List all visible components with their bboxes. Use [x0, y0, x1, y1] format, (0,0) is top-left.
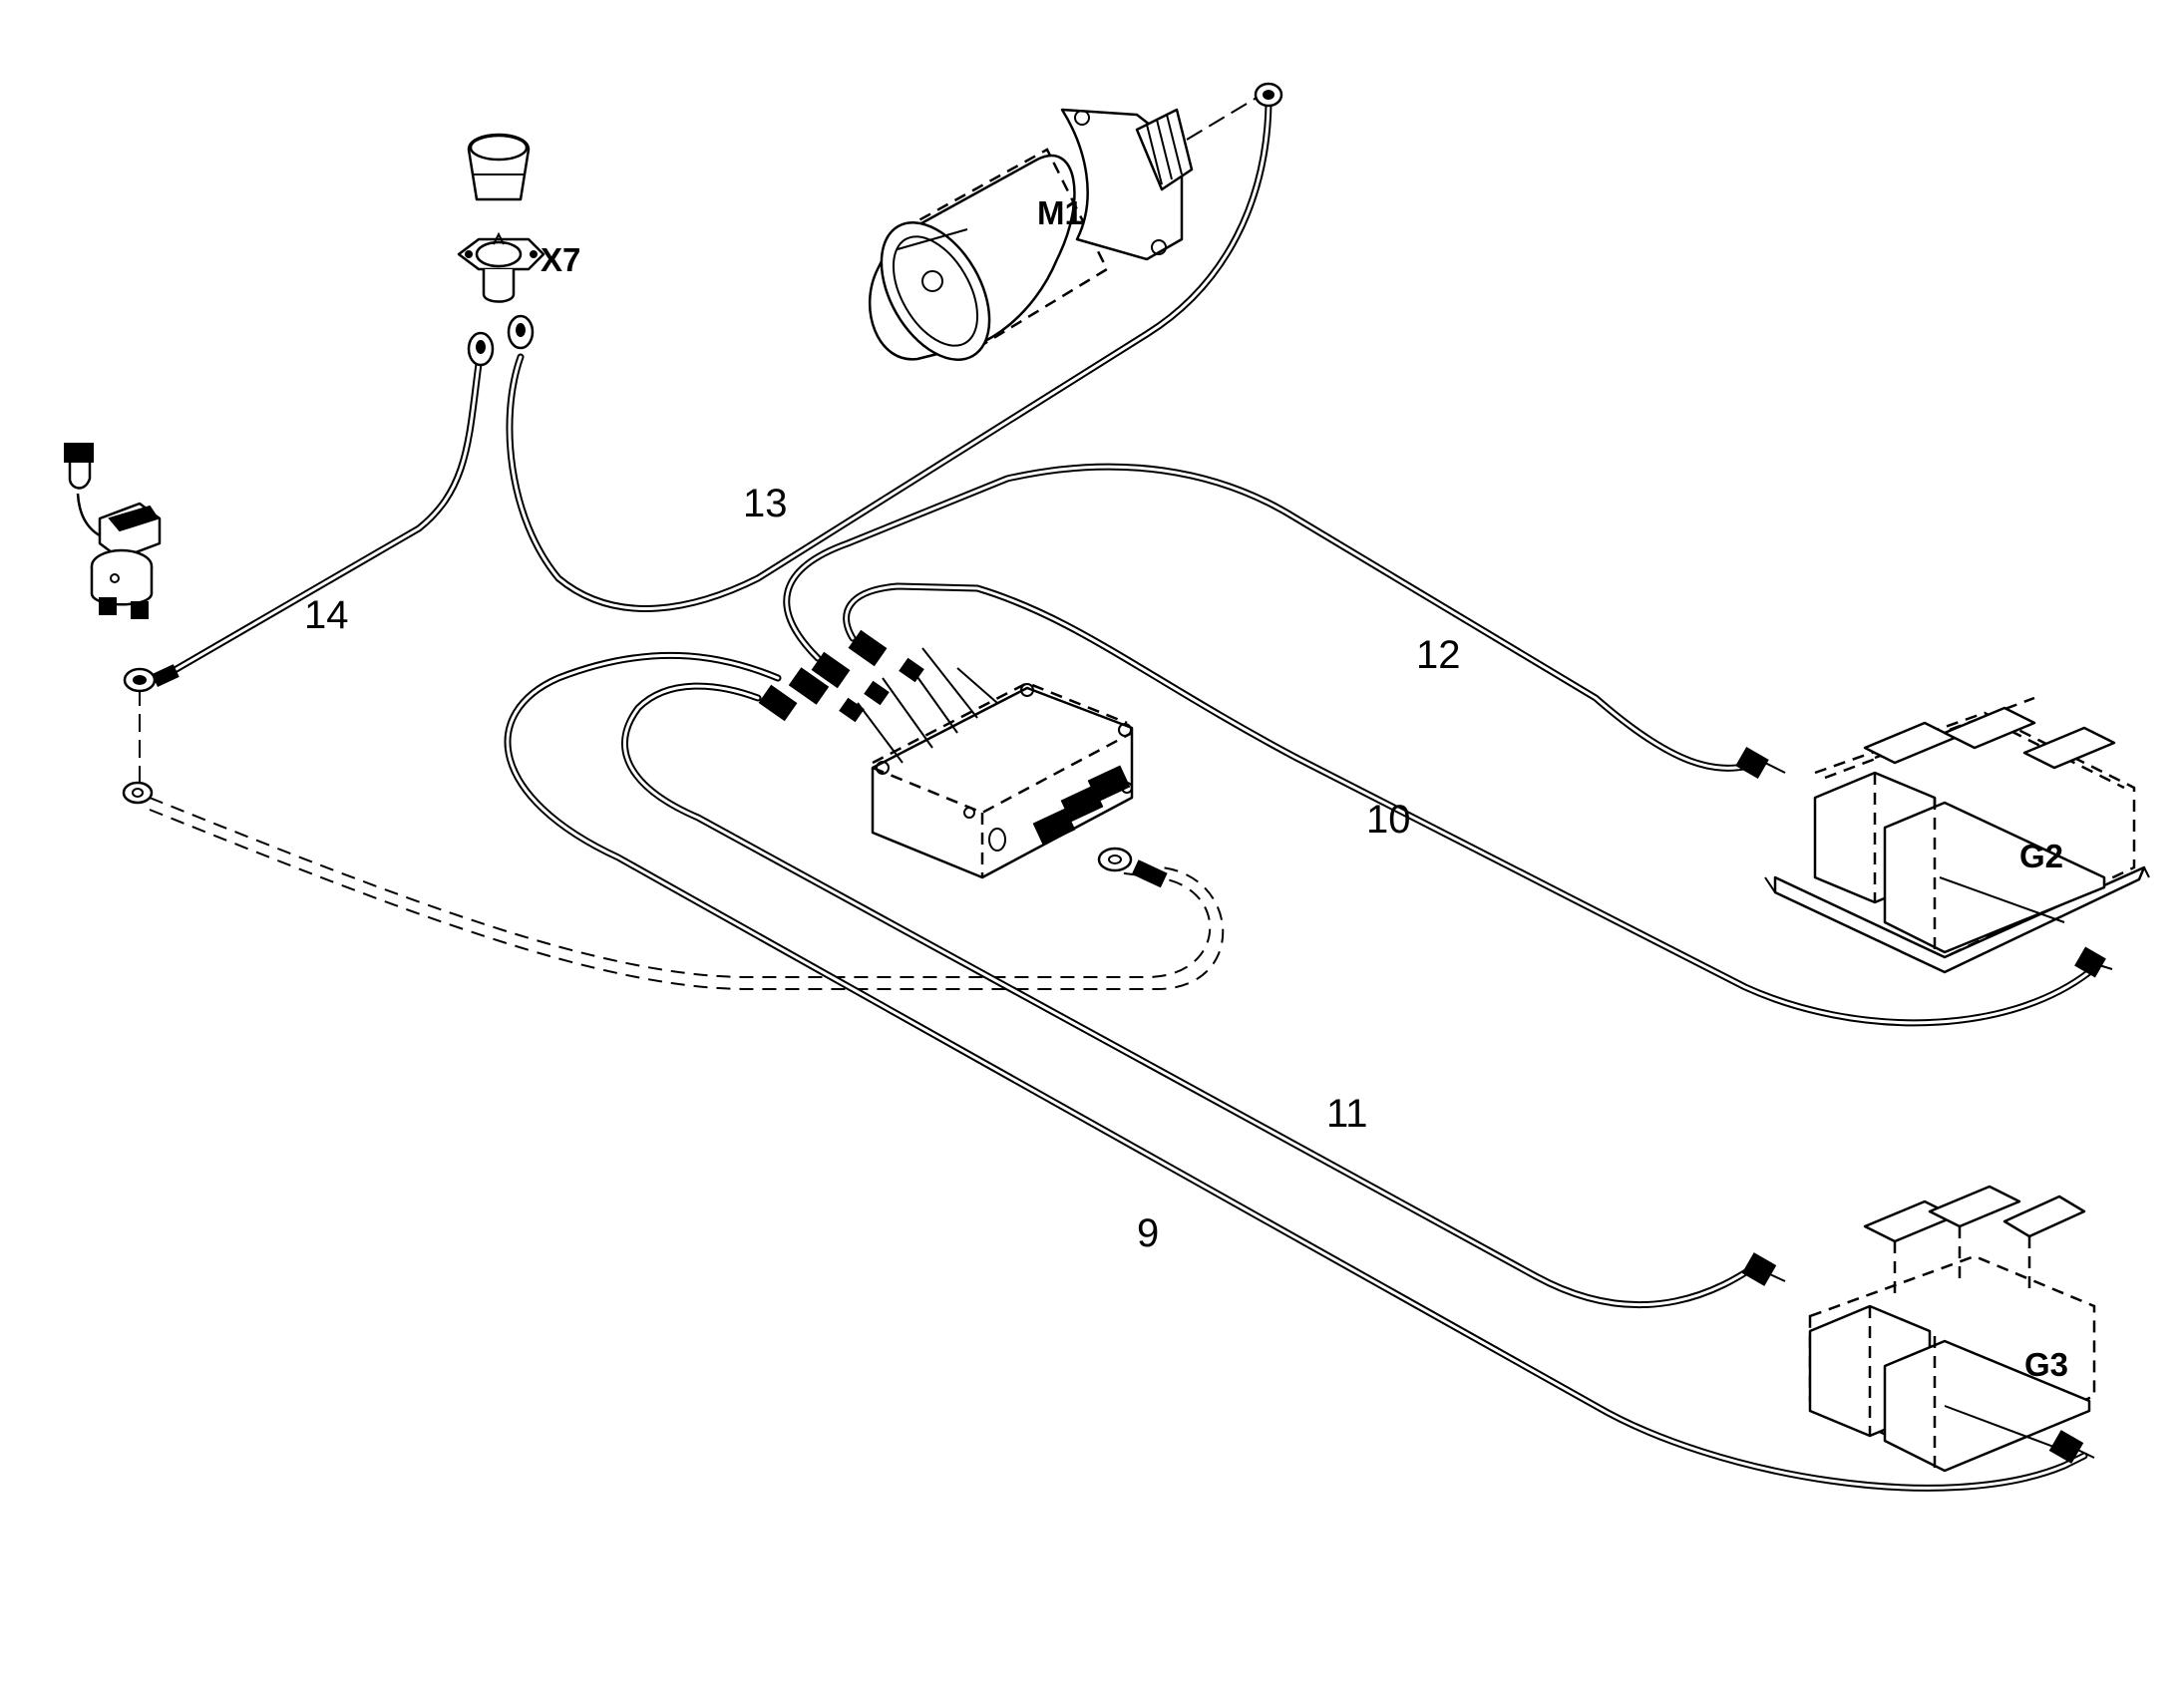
clamp-cable-11: [1741, 1252, 1786, 1286]
battery-switch: [64, 443, 162, 619]
label-g3: G3: [2024, 1346, 2068, 1383]
terminal-cable-10: [848, 629, 924, 683]
starter-motor-m1: [868, 108, 1194, 361]
m1-lead: [1186, 94, 1263, 141]
label-x7: X7: [541, 241, 580, 278]
terminal-cable-9: [758, 684, 798, 722]
ring-terminal-x7-a: [467, 331, 495, 367]
connector-x7: [457, 133, 545, 303]
label-cable-12: 12: [1416, 633, 1461, 677]
battery-g2: [1764, 696, 2150, 974]
label-cable-10: 10: [1366, 798, 1411, 842]
label-cable-13: 13: [743, 482, 788, 525]
label-cable-9: 9: [1137, 1211, 1159, 1255]
label-cable-14: 14: [304, 593, 349, 637]
cable-14: [166, 360, 483, 677]
box-front-connector-3: [1087, 765, 1131, 803]
terminal-cable-11: [788, 667, 865, 723]
box-front-connector-1: [1032, 808, 1076, 846]
ring-terminal-m1: [1254, 82, 1283, 108]
ground-cable-dashed: [122, 688, 1225, 990]
ring-terminal-box-ground: [1097, 847, 1168, 888]
ring-terminal-x7-b: [507, 314, 535, 350]
cable-11: [621, 682, 1759, 1308]
cable-9: [504, 651, 2088, 1492]
clamp-cable-9: [2048, 1430, 2095, 1464]
cable-13: [506, 101, 1272, 612]
distribution-box: [857, 647, 1134, 879]
clamp-cable-12: [1735, 746, 1786, 780]
cable-10: [843, 582, 2093, 1027]
battery-g3: [1808, 1185, 2096, 1473]
ground-lug: [122, 781, 154, 805]
terminal-cable-12: [811, 651, 890, 706]
ring-terminal-switch: [123, 664, 180, 693]
cable-12: [783, 463, 1754, 772]
clamp-cable-10: [2074, 946, 2113, 978]
label-m1: M1: [1037, 194, 1083, 231]
label-g2: G2: [2019, 838, 2063, 874]
label-cable-11: 11: [1326, 1092, 1368, 1136]
x7-cap: [467, 133, 531, 201]
